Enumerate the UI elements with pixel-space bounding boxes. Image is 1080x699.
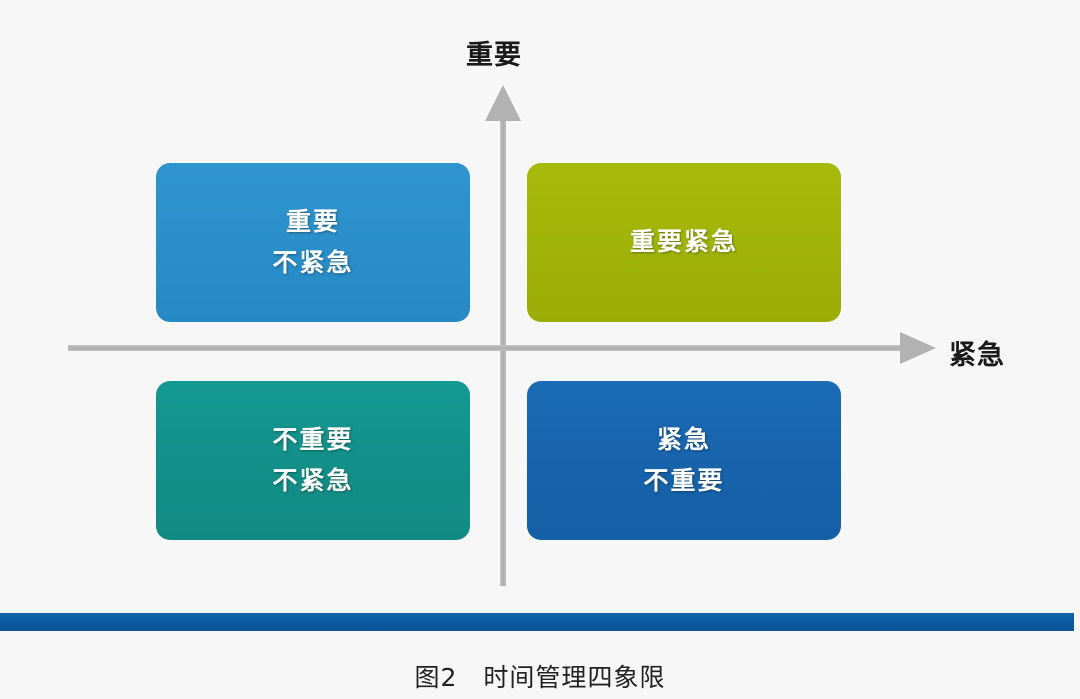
quadrant-label-line: 重要 (285, 208, 340, 236)
horizontal-axis-line (68, 345, 920, 351)
quadrant-urgent-not-important[interactable]: 紧急 不重要 (527, 381, 850, 540)
horizontal-axis-label: 紧急 (949, 340, 1005, 370)
quadrant-label-line: 不重要 (643, 466, 725, 495)
footer-divider-bar (0, 613, 1074, 631)
quadrant-label-line: 不紧急 (272, 248, 354, 277)
figure-caption: 图2 时间管理四象限 (414, 663, 666, 692)
quadrant-label-line: 紧急 (656, 426, 711, 454)
quadrant-label-line: 重要紧急 (629, 228, 738, 257)
vertical-axis-label: 重要 (466, 40, 522, 70)
quadrant-label-line: 不紧急 (272, 466, 354, 495)
arrow-up-icon (485, 85, 521, 121)
arrow-right-icon (900, 332, 936, 364)
quadrant-important-urgent[interactable]: 重要紧急 (527, 163, 850, 322)
quadrant-important-not-urgent[interactable]: 重要 不紧急 (156, 163, 479, 322)
quadrant-not-important-not-urgent[interactable]: 不重要 不紧急 (156, 381, 479, 540)
quadrant-label-line: 不重要 (272, 426, 354, 454)
